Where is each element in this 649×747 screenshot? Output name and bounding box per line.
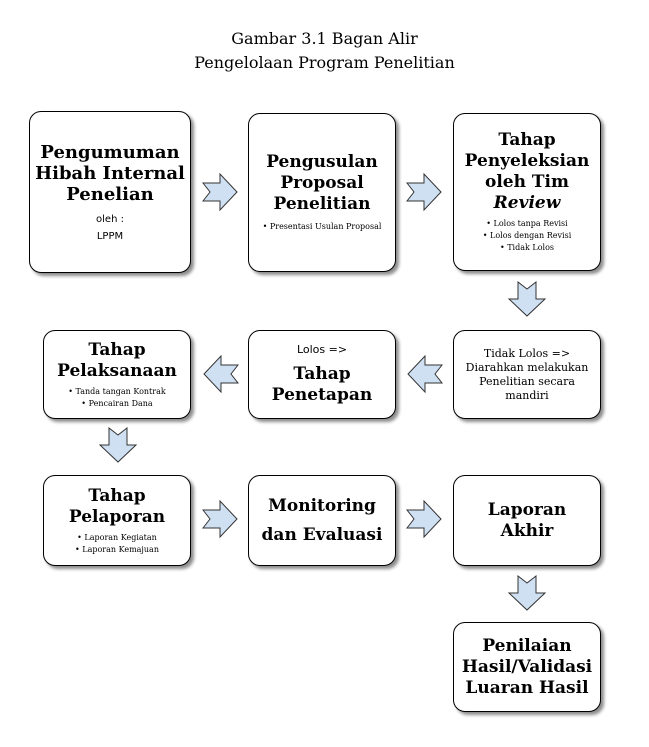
pelaporan-title: Tahap Pelaporan: [68, 485, 166, 527]
penyeleksian-bullets: Lolos tanpa Revisi Lolos dengan Revisi T…: [483, 218, 571, 254]
pelaporan-bullets: Laporan Kegiatan Laporan Kemajuan: [75, 532, 159, 556]
caption-line-1: Gambar 3.1 Bagan Alir: [231, 29, 418, 48]
box-pengusulan: Pengusulan Proposal Penelitian Presentas…: [248, 113, 396, 272]
box-penyeleksian: Tahap Penyeleksian oleh Tim Review Lolos…: [453, 113, 601, 271]
penilaian-title: Penilaian Hasil/Validasi Luaran Hasil: [461, 635, 593, 698]
arrow-right-icon: [202, 500, 238, 538]
pelaksanaan-bullets: Tanda tangan Kontrak Pencairan Dana: [68, 386, 166, 410]
arrow-left-icon: [203, 355, 239, 393]
box-penilaian: Penilaian Hasil/Validasi Luaran Hasil: [453, 622, 601, 712]
laporan-akhir-title: Laporan Akhir: [487, 499, 567, 541]
box-monitoring: Monitoring dan Evaluasi: [248, 475, 396, 566]
arrow-right-icon: [406, 173, 442, 211]
box-pengumuman: Pengumuman Hibah Internal Penelian oleh …: [29, 111, 191, 273]
pelaksanaan-title: Tahap Pelaksanaan: [57, 339, 177, 381]
arrow-down-icon: [508, 281, 546, 317]
pengusulan-title: Pengusulan Proposal Penelitian: [266, 152, 378, 214]
penetapan-top: Lolos =>: [296, 343, 348, 356]
box-penetapan: Lolos => Tahap Penetapan: [248, 330, 396, 419]
penetapan-title: Tahap Penetapan: [271, 364, 373, 405]
box-pelaporan: Tahap Pelaporan Laporan Kegiatan Laporan…: [43, 475, 191, 566]
arrow-right-icon: [406, 500, 442, 538]
penyeleksian-title: Tahap Penyeleksian oleh Tim Review: [464, 130, 590, 213]
box-tidak-lolos: Tidak Lolos => Diarahkan melakukan Penel…: [453, 330, 601, 419]
pengumuman-title: Pengumuman Hibah Internal Penelian: [35, 141, 185, 205]
pengumuman-sub: oleh : LPPM: [96, 213, 124, 242]
arrow-down-icon: [99, 427, 137, 463]
monitoring-title: Monitoring dan Evaluasi: [261, 495, 383, 545]
caption-line-2: Pengelolaan Program Penelitian: [194, 53, 455, 72]
arrow-right-icon: [202, 173, 238, 211]
box-pelaksanaan: Tahap Pelaksanaan Tanda tangan Kontrak P…: [43, 330, 191, 419]
box-laporan-akhir: Laporan Akhir: [453, 475, 601, 566]
arrow-left-icon: [407, 355, 443, 393]
pengusulan-bullets: Presentasi Usulan Proposal: [263, 221, 382, 233]
arrow-down-icon: [508, 575, 546, 611]
tidak-lolos-text: Tidak Lolos => Diarahkan melakukan Penel…: [465, 346, 589, 402]
